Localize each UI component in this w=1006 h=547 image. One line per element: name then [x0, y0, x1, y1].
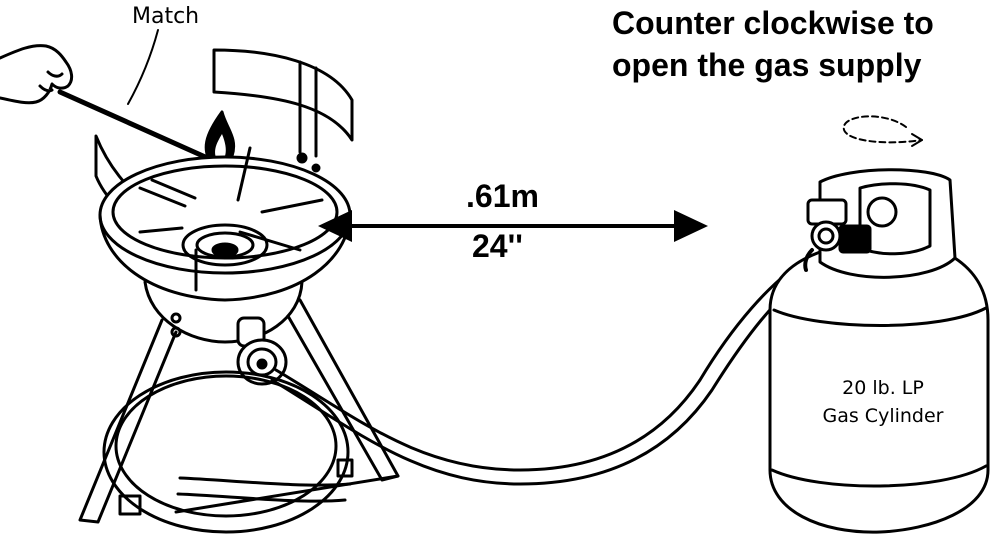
distance-imperial-label: 24'': [472, 228, 523, 264]
instruction-line-1: Counter clockwise to: [612, 5, 934, 41]
cylinder-label-line-2: Gas Cylinder: [822, 405, 944, 427]
cylinder-label: 20 lb. LP Gas Cylinder: [793, 374, 973, 430]
distance-metric-label: .61m: [466, 178, 539, 214]
gas-cylinder: [768, 168, 990, 534]
gas-hose: [270, 254, 820, 486]
counter-clockwise-arrow-icon: [842, 115, 923, 147]
hand-icon: [0, 44, 74, 105]
match-stick: [57, 89, 215, 163]
match-label: Match: [132, 4, 200, 29]
instruction-text: Counter clockwise to open the gas supply: [612, 2, 934, 86]
burner-stand: [98, 146, 352, 344]
cylinder-label-line-1: 20 lb. LP: [842, 377, 924, 399]
double-headed-arrow-icon: [318, 210, 708, 242]
match-leader-line: [127, 29, 159, 105]
instruction-line-2: open the gas supply: [612, 47, 922, 83]
bottom-ring: [102, 370, 400, 534]
